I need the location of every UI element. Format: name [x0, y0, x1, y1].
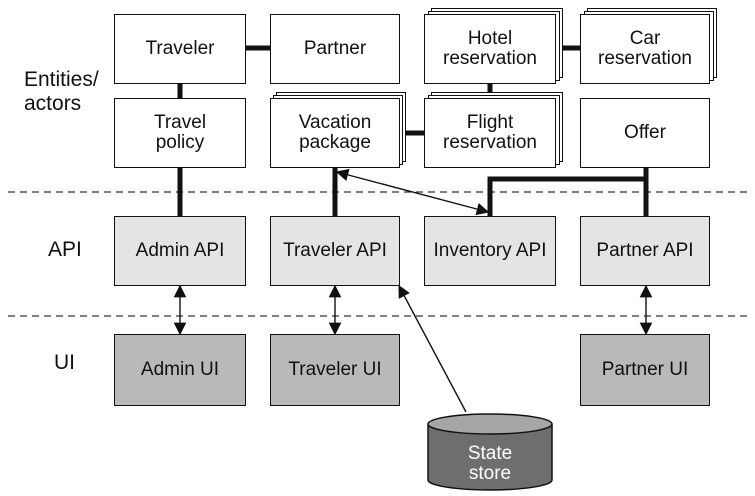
- inventory-api: Inventory API: [424, 216, 556, 286]
- lane-label-api: API: [48, 238, 82, 261]
- entity-flight-reservation: Flight reservation: [424, 98, 556, 168]
- partner-ui: Partner UI: [580, 334, 710, 406]
- admin-api: Admin API: [114, 216, 246, 286]
- entity-hotel-reservation: Hotel reservation: [424, 14, 556, 84]
- entity-partner: Partner: [270, 14, 400, 84]
- entity-offer: Offer: [580, 98, 710, 168]
- partner-api: Partner API: [580, 216, 710, 286]
- entity-travel-policy: Travel policy: [114, 98, 246, 168]
- state-store-cylinder: [427, 413, 553, 491]
- admin-ui: Admin UI: [114, 334, 246, 406]
- state-store-label: State store: [467, 443, 513, 484]
- lane-label-ui: UI: [54, 351, 75, 374]
- arrow-vacation-inventory: [335, 168, 490, 216]
- link-offer-inventory-partner: [487, 176, 646, 216]
- entity-vacation-package: Vacation package: [270, 98, 400, 168]
- traveler-api: Traveler API: [270, 216, 400, 286]
- entity-traveler: Traveler: [114, 14, 246, 84]
- entity-car-reservation: Car reservation: [580, 14, 710, 84]
- lane-label-entities: Entities/ actors: [24, 68, 99, 115]
- arrow-store-travelerapi: [398, 284, 467, 413]
- traveler-ui: Traveler UI: [270, 334, 400, 406]
